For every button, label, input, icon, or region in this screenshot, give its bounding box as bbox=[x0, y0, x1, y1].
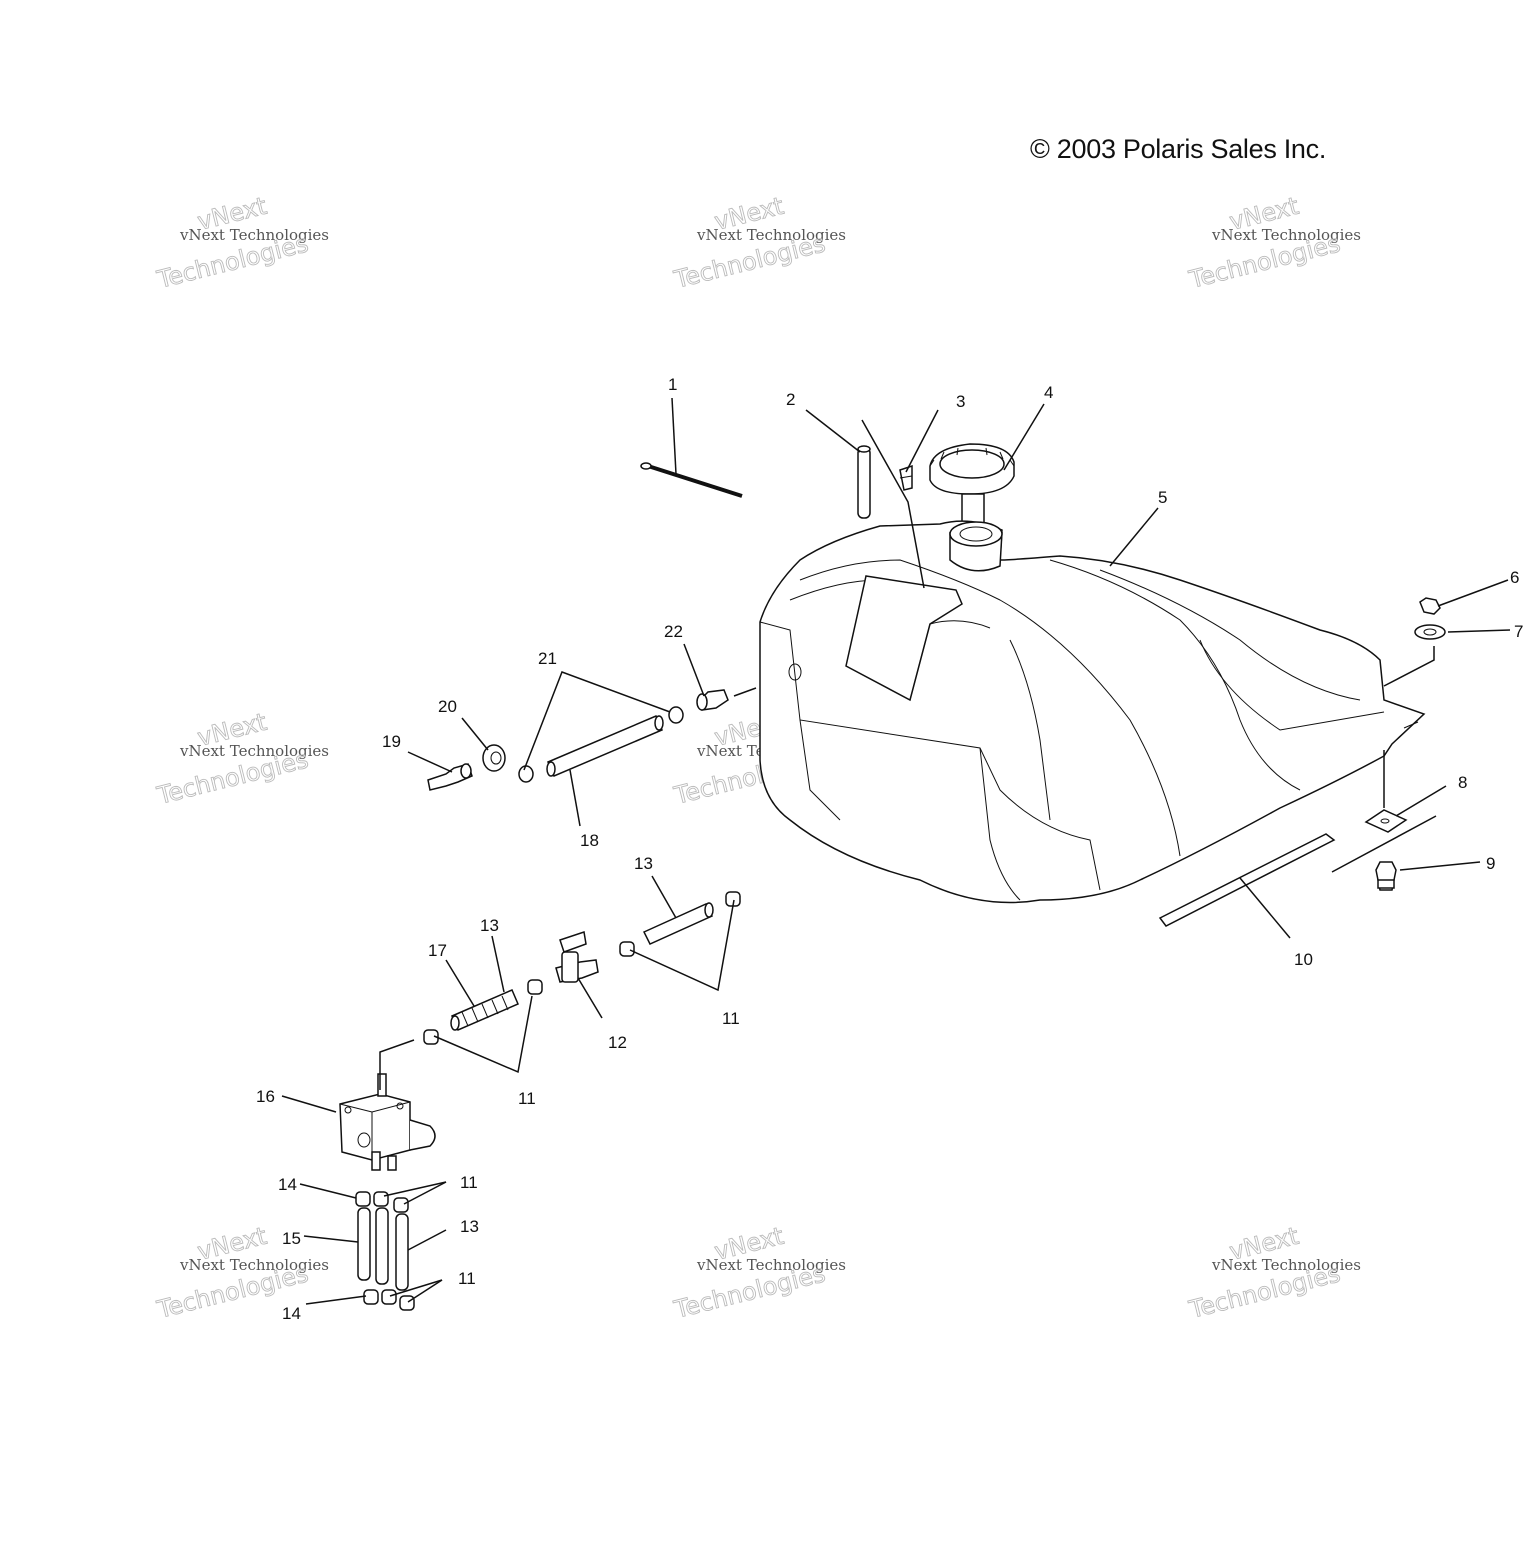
callout-8: 8 bbox=[1458, 773, 1467, 792]
fitting-22-part bbox=[696, 689, 729, 711]
callout-labels: 1 2 3 4 5 6 7 8 9 10 11 11 11 11 12 13 1… bbox=[256, 375, 1523, 1323]
vent-fitting-part bbox=[899, 464, 913, 491]
callout-11-lower-clamps: 11 bbox=[458, 1269, 476, 1288]
callout-13-middle: 13 bbox=[480, 916, 499, 935]
lower-clamps-part bbox=[355, 1191, 415, 1311]
watermark-text: vNext Technologies bbox=[1211, 226, 1361, 244]
watermark: vNext Technologies vNext Technologies bbox=[153, 1221, 329, 1324]
vent-line-part bbox=[857, 445, 871, 519]
callout-3: 3 bbox=[956, 392, 965, 411]
watermark-text: vNext Technologies bbox=[179, 226, 329, 244]
callout-22: 22 bbox=[664, 622, 683, 641]
callout-12: 12 bbox=[608, 1033, 627, 1052]
callout-11-upper-clamps: 11 bbox=[460, 1173, 478, 1192]
hose-13-upper-part bbox=[642, 902, 714, 945]
clamp-21-part bbox=[518, 706, 684, 783]
callout-2: 2 bbox=[786, 390, 795, 409]
callout-17: 17 bbox=[428, 941, 447, 960]
watermark-text: vNext Technologies bbox=[696, 1256, 846, 1274]
callout-11-pump-inlet: 11 bbox=[518, 1089, 536, 1108]
lower-hoses-part bbox=[357, 1207, 409, 1291]
ribbed-hose-part bbox=[450, 989, 519, 1031]
callout-10: 10 bbox=[1294, 950, 1313, 969]
callout-7: 7 bbox=[1514, 622, 1523, 641]
callout-18: 18 bbox=[580, 831, 599, 850]
watermark: vNext Technologies vNext Technologies bbox=[153, 191, 329, 294]
callout-20: 20 bbox=[438, 697, 457, 716]
leader-lines bbox=[281, 397, 1511, 1305]
watermark-text: vNext Technologies bbox=[179, 1256, 329, 1274]
callout-9: 9 bbox=[1486, 854, 1495, 873]
fitting-19-part bbox=[427, 763, 473, 791]
watermark-text: vNext Technologies bbox=[179, 742, 329, 760]
fuel-cap-part bbox=[929, 443, 1015, 529]
bolt-part bbox=[1375, 861, 1397, 891]
copyright-text: © 2003 Polaris Sales Inc. bbox=[1030, 134, 1327, 164]
callout-14-upper: 14 bbox=[278, 1175, 297, 1194]
callout-1: 1 bbox=[668, 375, 677, 394]
callout-6: 6 bbox=[1510, 568, 1519, 587]
watermark: vNext Technologies vNext Technologies bbox=[153, 707, 329, 810]
cable-tie-part bbox=[640, 462, 743, 498]
grommet-part bbox=[482, 744, 506, 772]
nut-part bbox=[1419, 597, 1441, 615]
fuel-valve-part bbox=[555, 931, 599, 983]
watermark: vNext Technologies vNext Technologies bbox=[1185, 191, 1361, 294]
watermark: vNext Technologies vNext Technologies bbox=[670, 191, 846, 294]
callout-14-lower: 14 bbox=[282, 1304, 301, 1323]
callout-15: 15 bbox=[282, 1229, 301, 1248]
watermark: vNext Technologies vNext Technologies bbox=[1185, 1221, 1361, 1324]
washer-part bbox=[1414, 624, 1446, 640]
callout-21: 21 bbox=[538, 649, 557, 668]
callout-4: 4 bbox=[1044, 383, 1053, 402]
strip-part bbox=[1158, 833, 1336, 927]
fuel-tank-part bbox=[759, 520, 1426, 904]
callout-5: 5 bbox=[1158, 488, 1167, 507]
hose-18-part bbox=[546, 715, 664, 777]
callout-19: 19 bbox=[382, 732, 401, 751]
watermark: vNext Technologies vNext Technologies bbox=[670, 1221, 846, 1324]
watermark-text: vNext Technologies bbox=[1211, 1256, 1361, 1274]
callout-13-upper: 13 bbox=[634, 854, 653, 873]
fuel-pump-part bbox=[339, 1073, 436, 1171]
callout-16: 16 bbox=[256, 1087, 275, 1106]
watermark-text: vNext Technologies bbox=[696, 226, 846, 244]
callout-13-lower: 13 bbox=[460, 1217, 479, 1236]
callout-11-valve: 11 bbox=[722, 1009, 740, 1028]
